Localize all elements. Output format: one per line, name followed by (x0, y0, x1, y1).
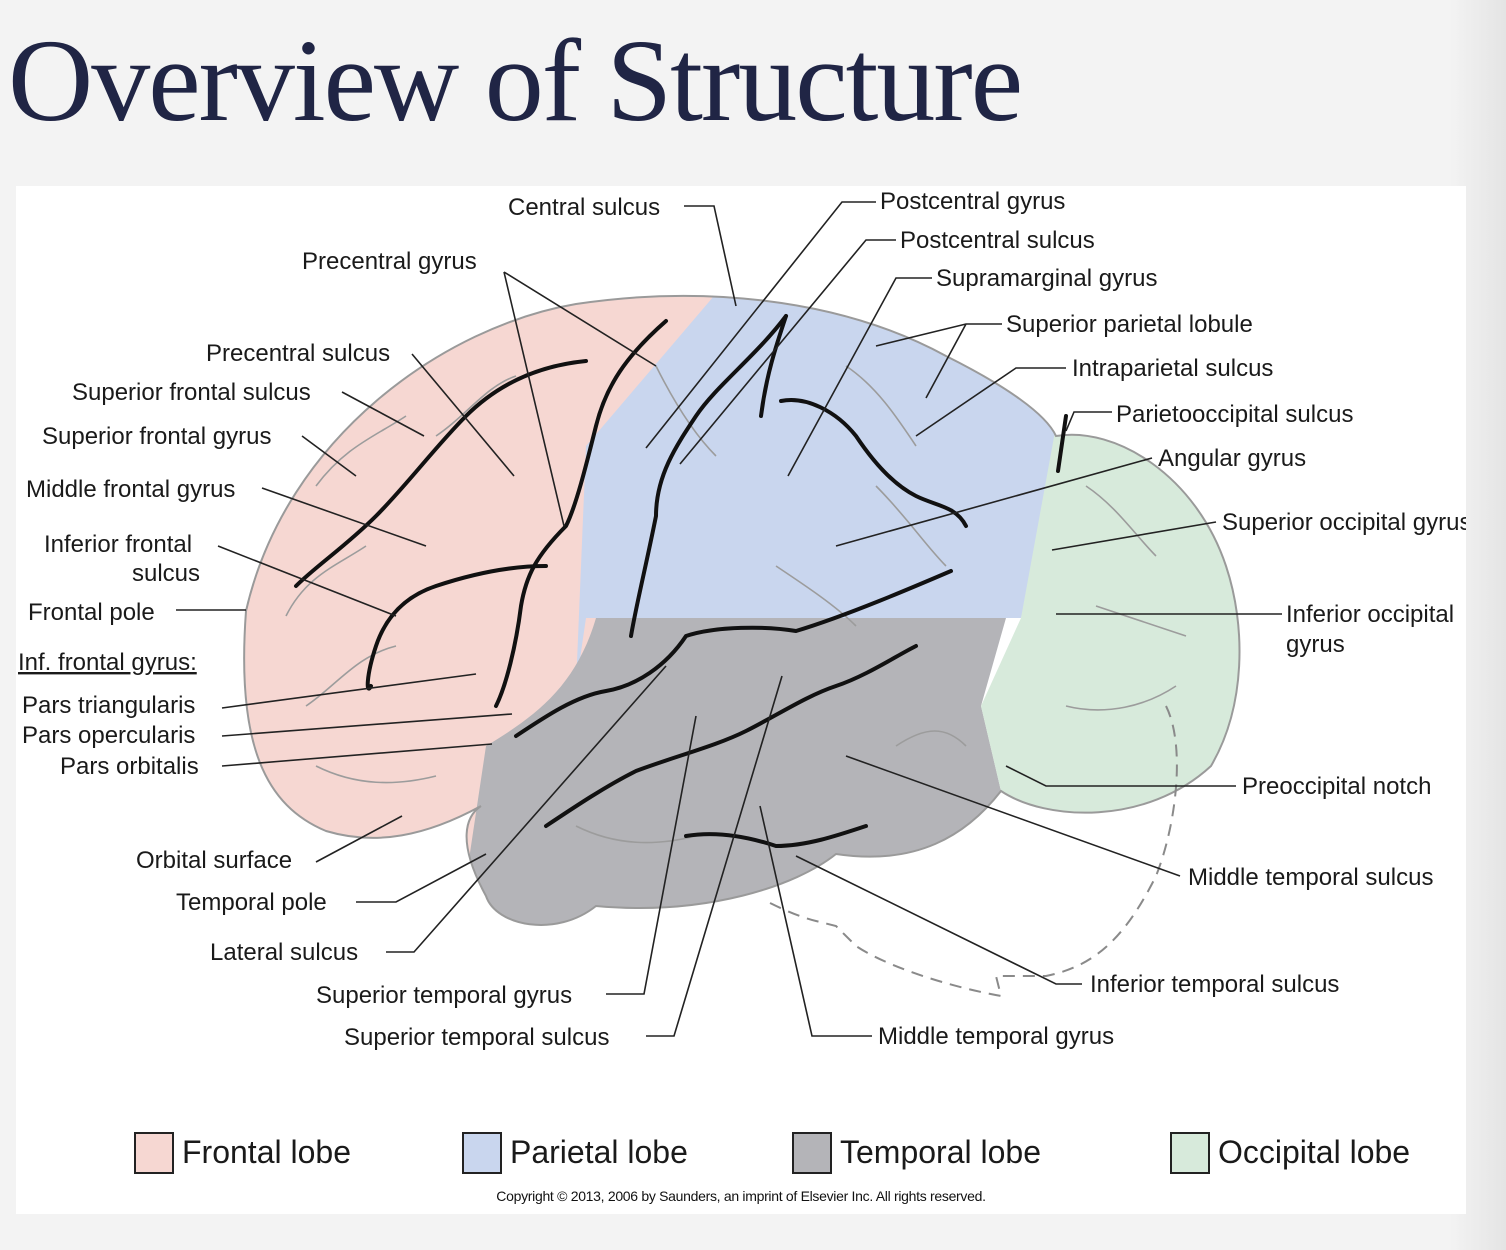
legend-label-occipital: Occipital lobe (1218, 1134, 1411, 1170)
leader-superior-frontal-sulcus (341, 391, 425, 437)
label-preoccipital-notch: Preoccipital notch (1242, 773, 1431, 800)
occipital-lobe-region (981, 426, 1240, 886)
label-frontal-pole: Frontal pole (28, 599, 155, 626)
label-parietooccipital-sulcus: Parietooccipital sulcus (1116, 401, 1353, 428)
leader-superior-temporal-gyrus (606, 715, 697, 995)
leader-inferior-temporal-sulcus (795, 855, 1082, 985)
postcentral-sulcus (759, 314, 788, 418)
leader-middle-temporal-gyrus (759, 805, 872, 1037)
sulci (294, 314, 1068, 848)
label-superior-parietal-lobule: Superior parietal lobule (1006, 311, 1253, 338)
brain-outline (243, 294, 1241, 926)
leader-middle-frontal-gyrus (261, 487, 427, 547)
legend-label-parietal: Parietal lobe (510, 1134, 688, 1170)
label-inferior-frontal-sulcus-line2: sulcus (132, 560, 200, 587)
label-superior-frontal-gyrus: Superior frontal gyrus (42, 423, 271, 450)
leader-intraparietal-sulcus (915, 367, 1066, 437)
leader-lateral-sulcus (386, 665, 667, 953)
brain-lateral-view: Central sulcus Precentral gyrus Precentr… (18, 188, 1466, 1051)
copyright-notice: Copyright © 2013, 2006 by Saunders, an i… (496, 1188, 986, 1204)
leader-precentral-gyrus (503, 271, 657, 527)
leader-angular-gyrus (835, 457, 1153, 547)
label-middle-frontal-gyrus: Middle frontal gyrus (26, 476, 235, 503)
leader-pars-triangularis (221, 673, 477, 709)
leader-pars-opercularis (221, 713, 513, 737)
legend-label-temporal: Temporal lobe (840, 1134, 1041, 1170)
central-sulcus (629, 314, 788, 638)
label-superior-occipital-gyrus: Superior occipital gyrus (1222, 509, 1466, 536)
legend-swatch-frontal (134, 1132, 174, 1174)
label-inferior-temporal-sulcus: Inferior temporal sulcus (1090, 971, 1339, 998)
label-middle-temporal-gyrus: Middle temporal gyrus (878, 1023, 1114, 1050)
label-temporal-pole: Temporal pole (176, 889, 327, 916)
leader-inferior-frontal-sulcus (217, 545, 397, 617)
structure-labels: Central sulcus Precentral gyrus Precentr… (18, 188, 1466, 1051)
label-central-sulcus: Central sulcus (508, 194, 660, 221)
inferior-temporal-sulcus (684, 824, 868, 848)
leader-orbital-surface (315, 815, 403, 863)
label-angular-gyrus: Angular gyrus (1158, 445, 1306, 472)
legend-label-frontal: Frontal lobe (182, 1134, 351, 1170)
label-pars-triangularis: Pars triangularis (22, 692, 195, 719)
label-superior-temporal-sulcus: Superior temporal sulcus (344, 1024, 609, 1051)
leader-superior-occipital-gyrus (1051, 521, 1217, 551)
superior-frontal-sulcus (294, 359, 588, 588)
leader-superior-temporal-sulcus (646, 675, 783, 1037)
legend-swatch-parietal (462, 1132, 502, 1174)
label-intraparietal-sulcus: Intraparietal sulcus (1072, 355, 1273, 382)
label-pars-orbitalis: Pars orbitalis (60, 753, 199, 780)
label-orbital-surface: Orbital surface (136, 847, 292, 874)
medial-outline-dashed (765, 705, 1178, 998)
leader-central-sulcus (684, 205, 737, 307)
leader-superior-parietal-lobule (875, 323, 1002, 399)
label-precentral-gyrus: Precentral gyrus (302, 248, 477, 275)
leader-lines (176, 201, 1282, 1037)
label-lateral-sulcus: Lateral sulcus (210, 939, 358, 966)
leader-postcentral-sulcus (679, 239, 896, 465)
label-supramarginal-gyrus: Supramarginal gyrus (936, 265, 1157, 292)
leader-preoccipital-notch (1005, 765, 1236, 787)
label-inferior-occipital-gyrus-line2: gyrus (1286, 631, 1345, 658)
label-precentral-sulcus: Precentral sulcus (206, 340, 390, 367)
legend-swatch-temporal (792, 1132, 832, 1174)
leader-precentral-sulcus (411, 353, 515, 477)
label-inferior-frontal-sulcus-line1: Inferior frontal (44, 531, 192, 558)
inferior-frontal-sulcus (365, 564, 548, 691)
leader-postcentral-gyrus (645, 201, 876, 449)
lateral-sulcus (514, 569, 953, 738)
label-superior-frontal-sulcus: Superior frontal sulcus (72, 379, 311, 406)
leader-supramarginal-gyrus (787, 277, 932, 477)
leader-pars-orbitalis (221, 743, 493, 767)
label-superior-temporal-gyrus: Superior temporal gyrus (316, 982, 572, 1009)
label-inf-frontal-gyrus: Inf. frontal gyrus: (18, 649, 197, 676)
label-pars-opercularis: Pars opercularis (22, 722, 195, 749)
leader-temporal-pole (356, 853, 487, 903)
superior-temporal-sulcus (544, 644, 918, 828)
label-postcentral-gyrus: Postcentral gyrus (880, 188, 1065, 215)
intraparietal-sulcus (779, 398, 968, 528)
leader-middle-temporal-sulcus (845, 755, 1181, 877)
precentral-sulcus (494, 319, 668, 708)
legend-swatch-occipital (1170, 1132, 1210, 1174)
brain-diagram-figure: Central sulcus Precentral gyrus Precentr… (16, 186, 1466, 1214)
label-postcentral-sulcus: Postcentral sulcus (900, 227, 1095, 254)
slide-title: Overview of Structure (8, 15, 1023, 146)
leader-parietooccipital-sulcus (1065, 411, 1112, 432)
parietooccipital-sulcus (1056, 414, 1068, 473)
label-inferior-occipital-gyrus-line1: Inferior occipital (1286, 601, 1454, 628)
leader-superior-frontal-gyrus (301, 435, 357, 477)
label-middle-temporal-sulcus: Middle temporal sulcus (1188, 864, 1433, 891)
